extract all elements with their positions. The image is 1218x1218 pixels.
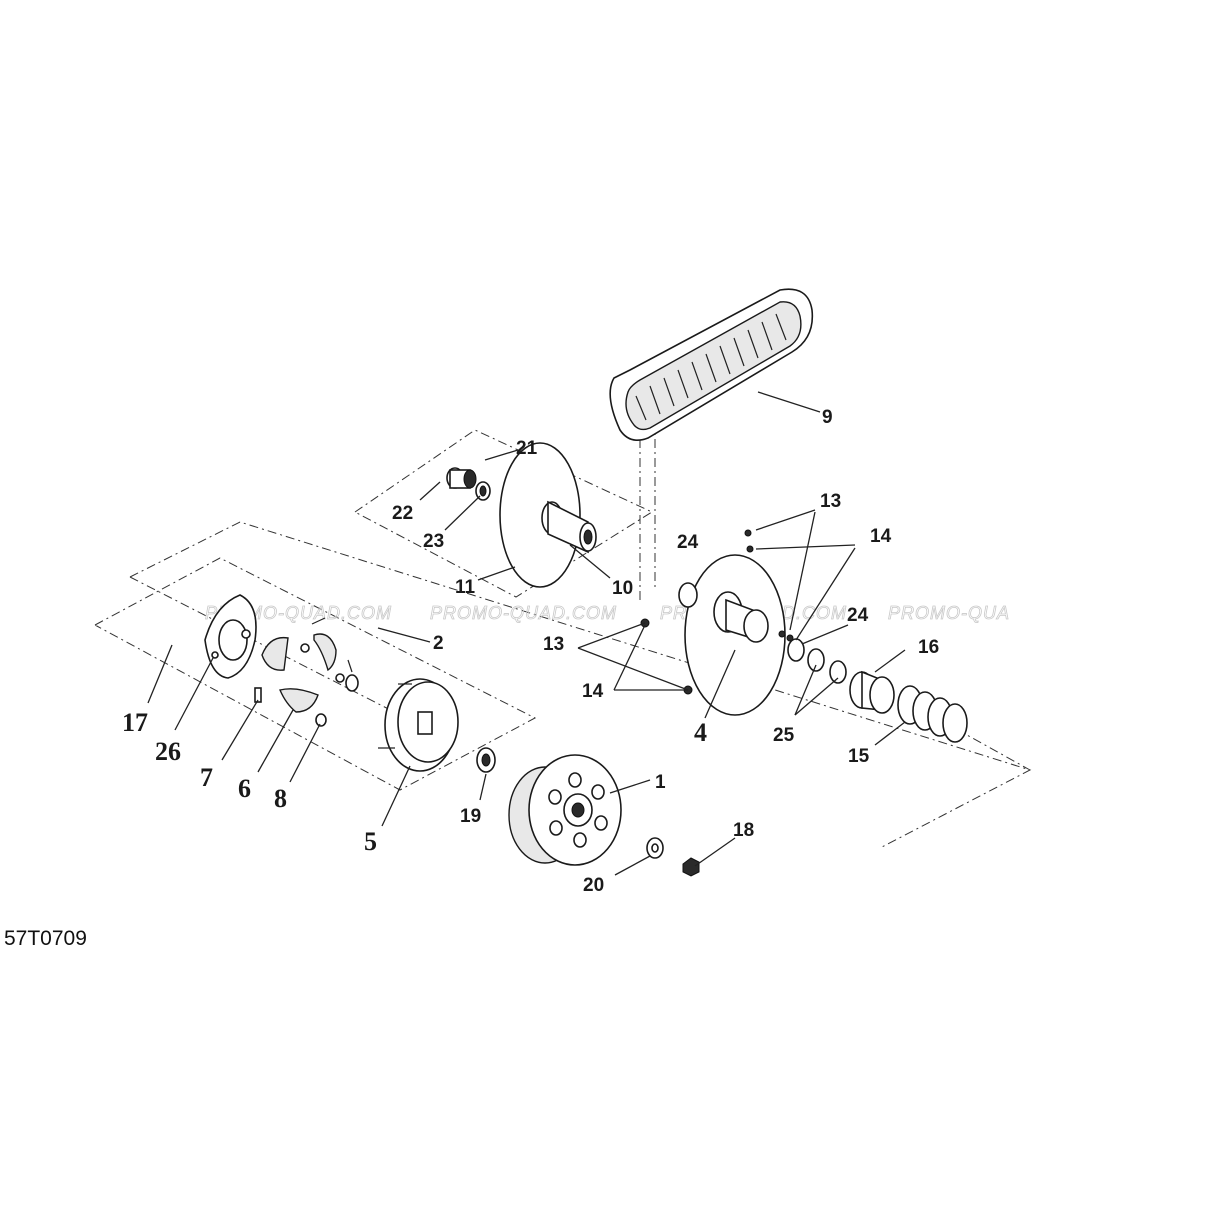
plate: [204, 594, 257, 679]
callout-25: 25: [773, 725, 795, 746]
callout-2: 2: [433, 633, 444, 654]
driven-pulley: [499, 442, 597, 588]
callout-24-right: 24: [847, 605, 869, 626]
washers-and-nut: [476, 747, 700, 877]
callout-18: 18: [733, 820, 754, 841]
callout-22: 22: [392, 503, 413, 524]
leader-lines: [147, 391, 906, 876]
callout-5: 5: [364, 827, 377, 856]
callout-9: 9: [822, 407, 833, 428]
callouts: 9 21 22 23 11 10 24 13 14 24 16 2 13 14 …: [122, 407, 939, 896]
callout-8: 8: [274, 784, 287, 813]
callout-20: 20: [583, 875, 604, 896]
drive-belt: [609, 288, 814, 441]
callout-11: 11: [455, 577, 476, 598]
clutch-bell: [508, 754, 622, 866]
callout-6: 6: [238, 774, 251, 803]
callout-4: 4: [694, 718, 707, 747]
callout-19: 19: [460, 806, 481, 827]
clutch-shoes: [254, 617, 359, 727]
callout-24-top: 24: [677, 532, 699, 553]
callout-26: 26: [155, 737, 181, 766]
spring-and-collar: [678, 582, 968, 743]
callout-16: 16: [918, 637, 939, 658]
callout-15: 15: [848, 746, 870, 767]
callout-13-left: 13: [543, 634, 564, 655]
bearing-and-seal: [446, 467, 491, 501]
callout-14-top: 14: [870, 526, 892, 547]
callout-13-top: 13: [820, 491, 841, 512]
callout-10: 10: [612, 578, 633, 599]
callout-7: 7: [200, 763, 213, 792]
reference-code: 57T0709: [4, 927, 87, 950]
callout-21: 21: [516, 438, 538, 459]
callout-23: 23: [423, 531, 444, 552]
callout-14-left: 14: [582, 681, 604, 702]
callout-1: 1: [655, 772, 666, 793]
sliding-driven-pulley: [640, 529, 794, 716]
callout-17: 17: [122, 708, 148, 737]
watermark-2: PROMO-QUAD.COM: [430, 603, 617, 623]
watermark-row: PROMO-QUAD.COM PROMO-QUAD.COM PROMO-QUAD…: [205, 603, 1010, 624]
watermark-4: PROMO-QUA: [888, 603, 1010, 623]
clutch-carrier-plate: [378, 678, 459, 772]
